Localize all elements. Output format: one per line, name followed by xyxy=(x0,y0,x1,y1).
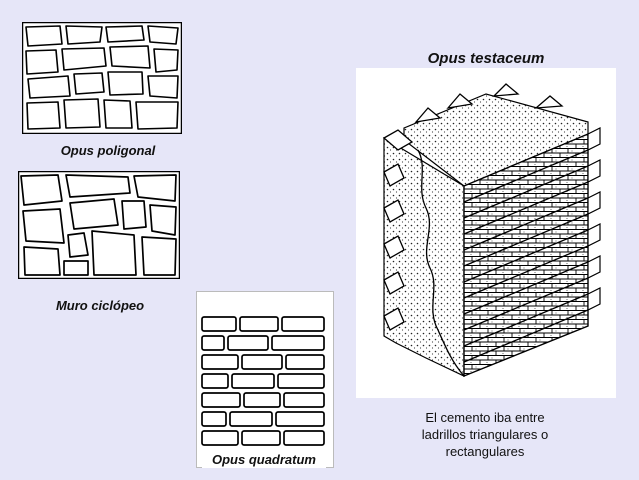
muro-ciclopeo-image xyxy=(18,171,180,279)
opus-poligonal-image xyxy=(22,22,182,134)
note-line-3: rectangulares xyxy=(445,444,525,459)
note-line-2: ladrillos triangulares o xyxy=(421,427,549,442)
description-note: El cemento iba entre ladrillos triangula… xyxy=(400,409,570,460)
opus-quadratum-image xyxy=(196,291,334,468)
caption-opus-poligonal: Opus poligonal xyxy=(60,143,156,158)
muro-ciclopeo-drawing xyxy=(18,171,180,279)
caption-muro-ciclopeo: Muro ciclópeo xyxy=(55,298,145,313)
caption-opus-quadratum: Opus quadratum xyxy=(202,451,326,468)
opus-testaceum-drawing xyxy=(382,83,601,378)
opus-testaceum-image xyxy=(356,68,616,398)
title-opus-testaceum: Opus testaceum xyxy=(427,50,545,67)
opus-poligonal-drawing xyxy=(22,22,182,134)
note-line-1: El cemento iba entre xyxy=(425,410,545,425)
opus-quadratum-drawing xyxy=(196,291,334,468)
